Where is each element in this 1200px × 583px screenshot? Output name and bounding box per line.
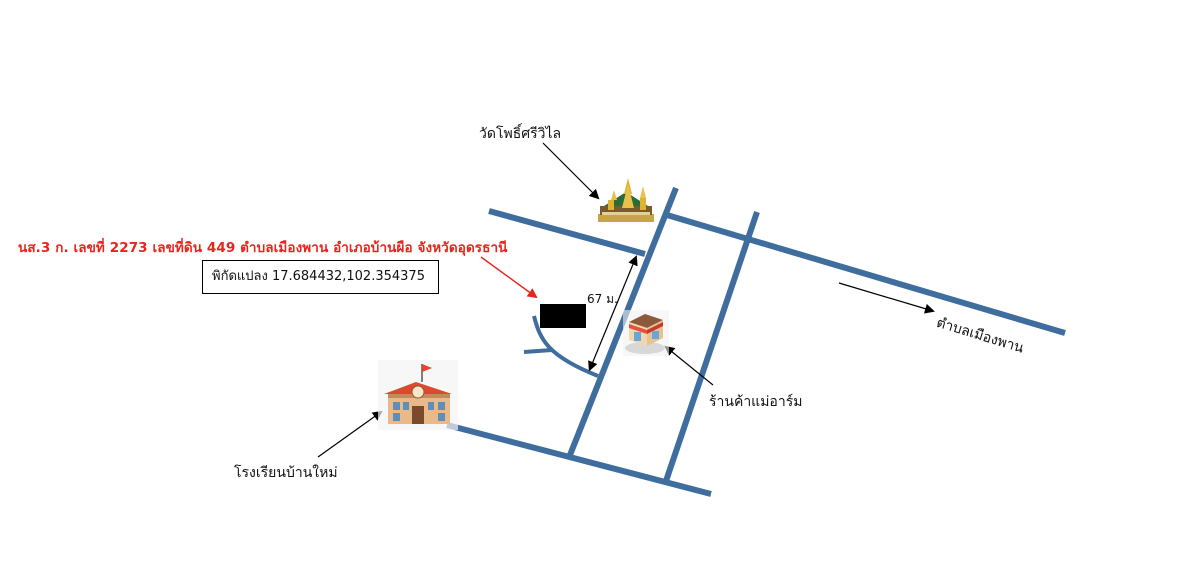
school-icon — [378, 360, 458, 430]
school-leader-arrow — [317, 410, 383, 458]
road-south-bottom — [446, 422, 712, 497]
direction-arrow — [838, 282, 935, 314]
temple-leader-arrow — [542, 142, 600, 200]
shop-leader-arrow — [664, 345, 714, 386]
road-east-diagonal — [663, 211, 760, 482]
distance-label: 67 ม. — [587, 292, 618, 306]
shop-icon — [623, 310, 669, 356]
parcel-pointer-arrow — [480, 256, 538, 299]
parcel-title: นส.3 ก. เลขที่ 2273 เลขที่ดิน 449 ตำบลเม… — [18, 240, 508, 256]
road-lane-stub — [523, 348, 553, 354]
road-north-top — [666, 212, 1066, 336]
road-west-top — [488, 208, 646, 257]
temple-icon — [598, 178, 654, 222]
temple-label: วัดโพธิ์ศรีวิไล — [479, 126, 562, 142]
distance-arrow — [588, 255, 638, 372]
parcel-marker — [540, 304, 586, 328]
coordinates-box: พิกัดแปลง 17.684432,102.354375 — [202, 260, 439, 294]
shop-label: ร้านค้าแม่อาร์ม — [709, 394, 803, 410]
road-curved-lane — [532, 315, 599, 378]
school-label: โรงเรียนบ้านใหม่ — [234, 465, 338, 481]
